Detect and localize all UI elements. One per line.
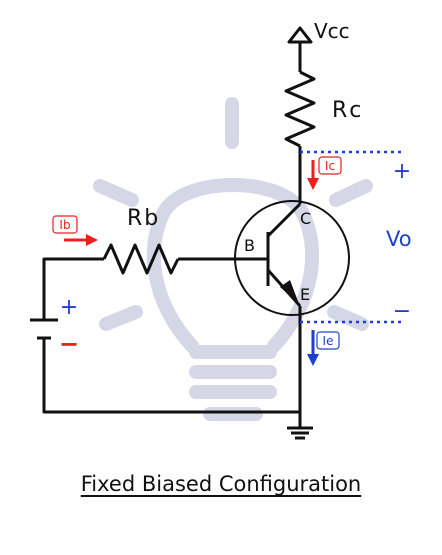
ie-label: Ie xyxy=(323,334,334,348)
output-plus: + xyxy=(393,159,411,184)
supply-arrow-icon xyxy=(287,26,313,44)
collector-label: C xyxy=(300,209,311,228)
emitter-label: E xyxy=(300,285,310,304)
battery-icon xyxy=(30,318,58,340)
ie-label-box xyxy=(316,331,340,350)
output-minus: − xyxy=(393,299,411,324)
ib-label: Ib xyxy=(59,218,70,232)
battery-plus: + xyxy=(60,295,78,320)
ic-label: Ic xyxy=(325,159,335,173)
ib-arrow-icon xyxy=(64,234,98,246)
battery-minus: − xyxy=(59,330,79,358)
ic-arrow-icon xyxy=(307,160,319,190)
output-dotted-lines xyxy=(300,150,402,324)
ground-symbol-icon xyxy=(287,426,313,440)
ie-arrow-icon xyxy=(307,330,319,366)
rb-resistor xyxy=(102,243,180,275)
ib-label-box xyxy=(52,215,78,234)
ic-label-box xyxy=(318,156,342,175)
circuit-wires xyxy=(42,26,316,440)
lightbulb-watermark-icon xyxy=(93,97,373,421)
rc-label: Rc xyxy=(332,98,363,123)
rb-label: Rb xyxy=(127,206,160,231)
emitter-arrow-icon xyxy=(280,280,299,304)
output-label: Vo xyxy=(386,227,412,251)
transistor-body xyxy=(234,200,350,316)
base-label: B xyxy=(244,236,255,255)
diagram-caption: Fixed Biased Configuration xyxy=(80,472,362,496)
vcc-label: Vcc xyxy=(314,19,350,43)
rc-resistor xyxy=(284,70,316,148)
